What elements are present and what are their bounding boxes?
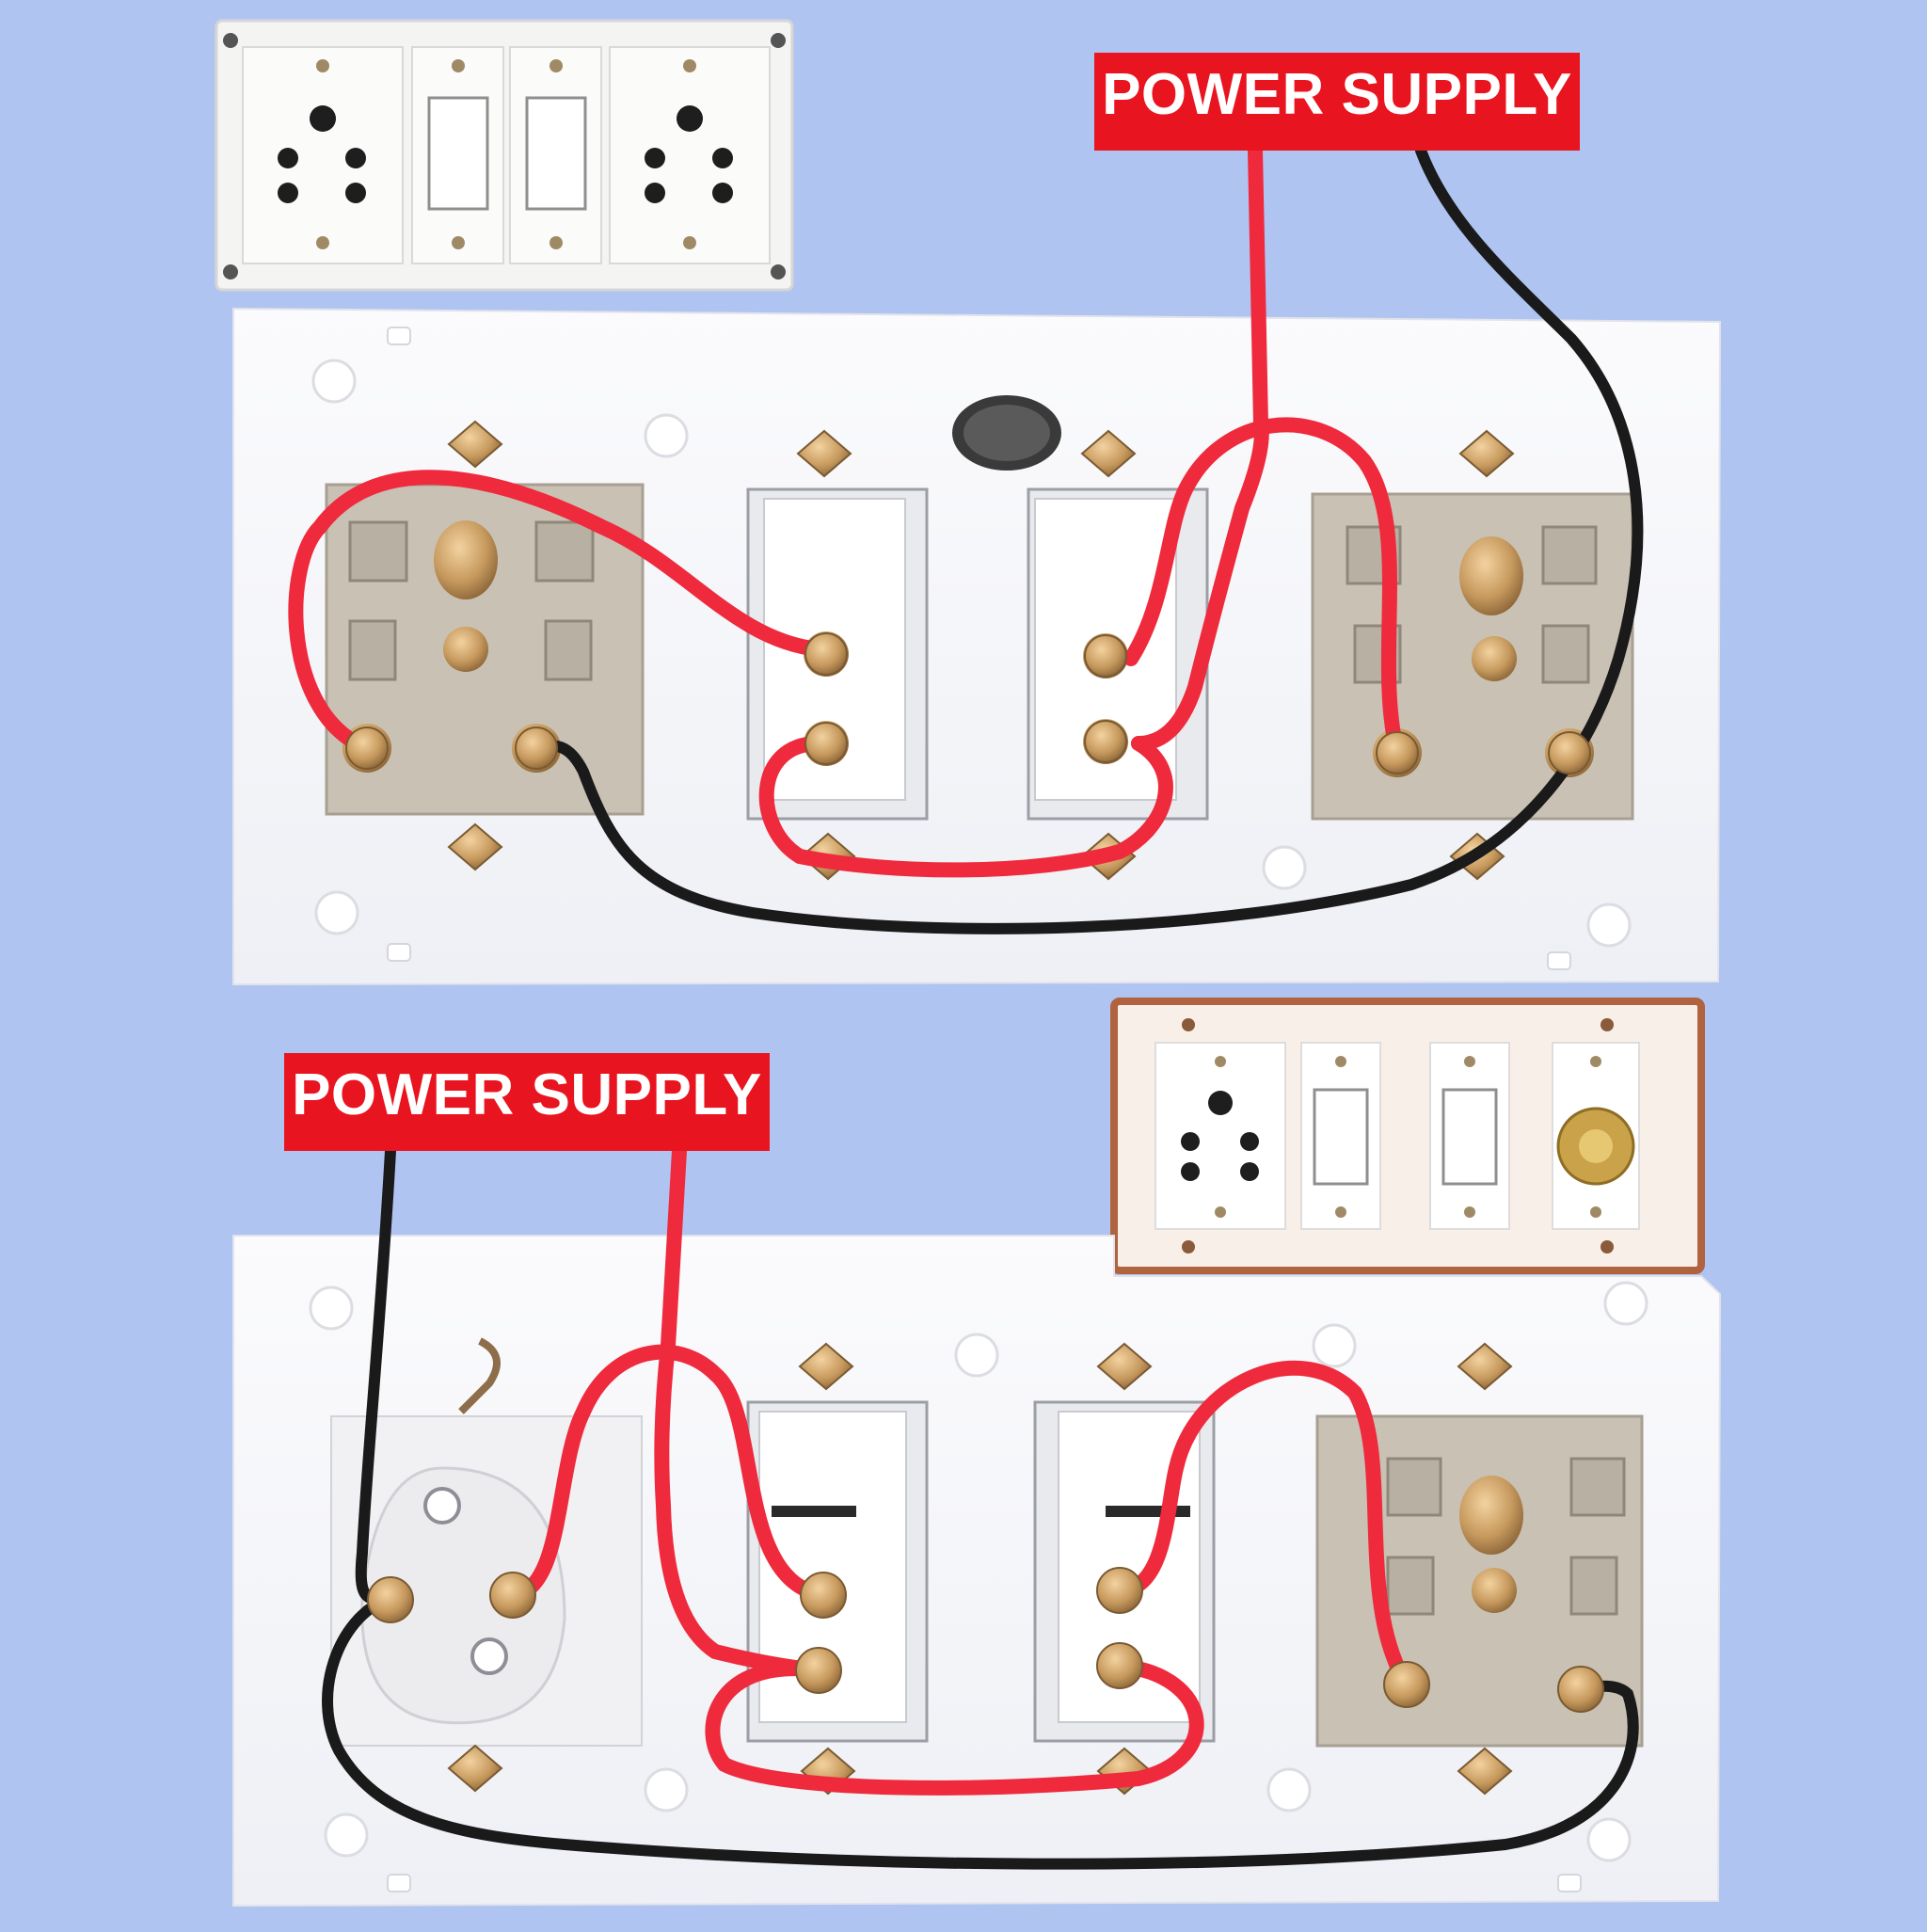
socket-icon [1311,492,1634,821]
power-supply-label-top: POWER SUPPLY [1094,53,1580,151]
socket-icon [609,46,771,264]
switch-icon [1300,1042,1381,1230]
lower-wiring-board [232,1143,1722,1908]
socket-icon [242,46,404,264]
regulator-knob-icon [1552,1042,1640,1230]
power-supply-label-bottom: POWER SUPPLY [284,1053,770,1151]
terminal-screw-icon [345,632,1591,774]
switch-icon [411,46,504,264]
switch-icon [1429,1042,1510,1230]
neutral-wire [531,145,1644,934]
middle-switchboard-front [1110,998,1705,1274]
neutral-wire [322,1145,1639,1870]
terminal-screw-icon [367,1567,1604,1713]
live-wire [505,1143,1414,1796]
socket-icon [325,483,645,816]
switch-icon [509,46,602,264]
socket-icon [1155,1042,1286,1230]
live-wire [288,143,1405,878]
top-switchboard-front [215,19,794,292]
upper-wiring-board [232,143,1722,986]
